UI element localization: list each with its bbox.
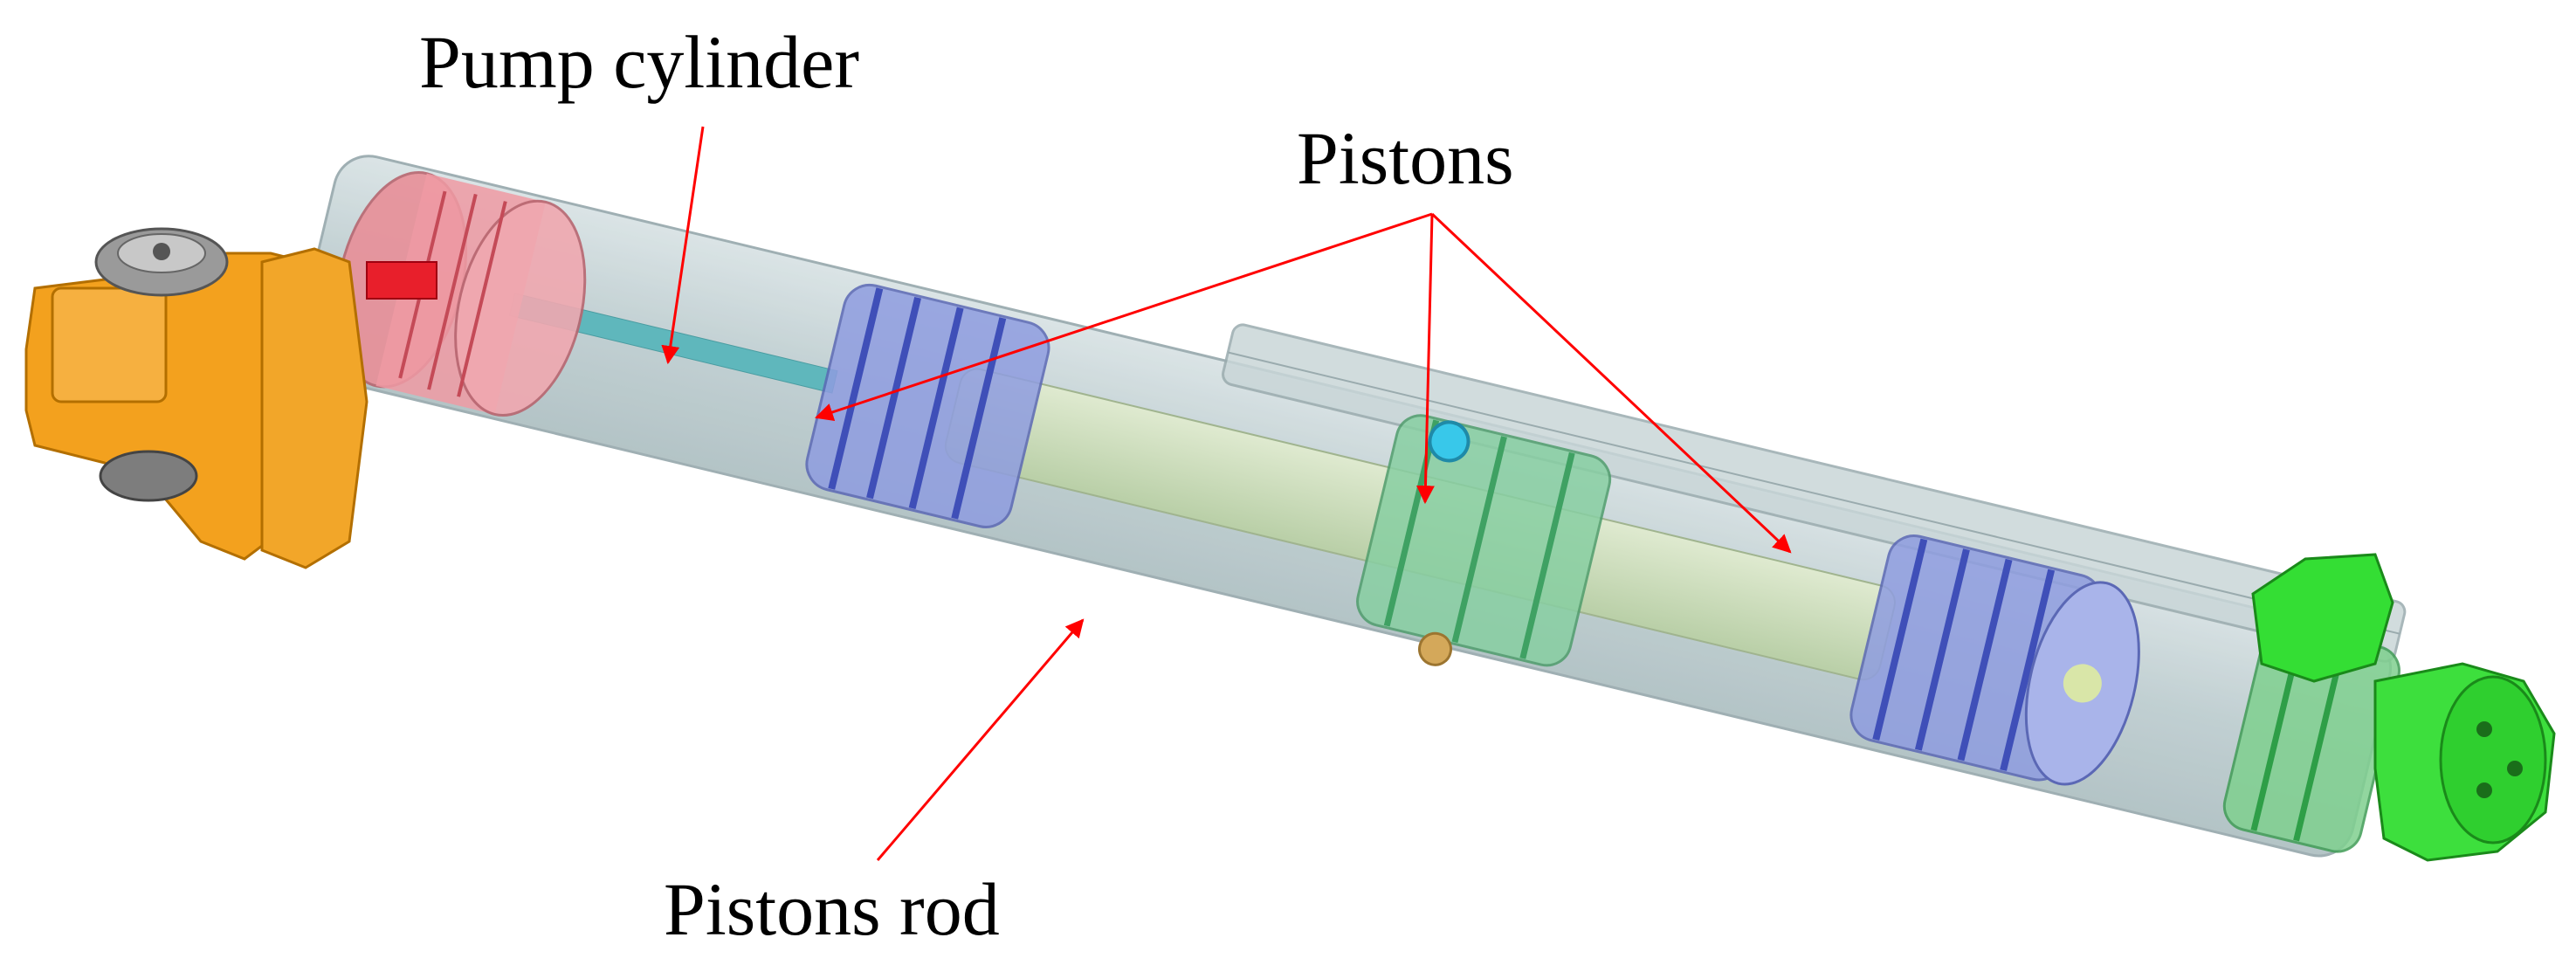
- arrow-pump-cylinder: [661, 126, 705, 365]
- piston-blue-1: [805, 283, 1050, 528]
- piston-green-center: [1356, 414, 1612, 667]
- arrow-pistons-rod: [876, 618, 1085, 861]
- piston-red: [335, 171, 587, 417]
- red-block: [366, 261, 437, 300]
- piston-blue-2: [1849, 534, 2140, 786]
- arrow-piston-1: [815, 212, 1433, 422]
- flange: [260, 247, 368, 569]
- bottom-bolt-head: [99, 450, 198, 502]
- pump-cylinder-assembly: [295, 155, 2407, 858]
- label-pistons: Pistons: [1297, 116, 1514, 200]
- right-end-cap: [2251, 553, 2556, 862]
- cyan-fitting: [1428, 420, 1471, 463]
- label-pistons-rod: Pistons rod: [664, 867, 1000, 951]
- arrow-piston-2: [1415, 213, 1435, 505]
- housing-edge-line: [1228, 351, 2400, 635]
- label-pump-cylinder: Pump cylinder: [419, 20, 859, 104]
- left-end-cap: [24, 227, 437, 569]
- bronze-fitting: [1418, 631, 1453, 666]
- piston-green-right: [2222, 624, 2400, 853]
- arrow-piston-3: [1430, 212, 1792, 554]
